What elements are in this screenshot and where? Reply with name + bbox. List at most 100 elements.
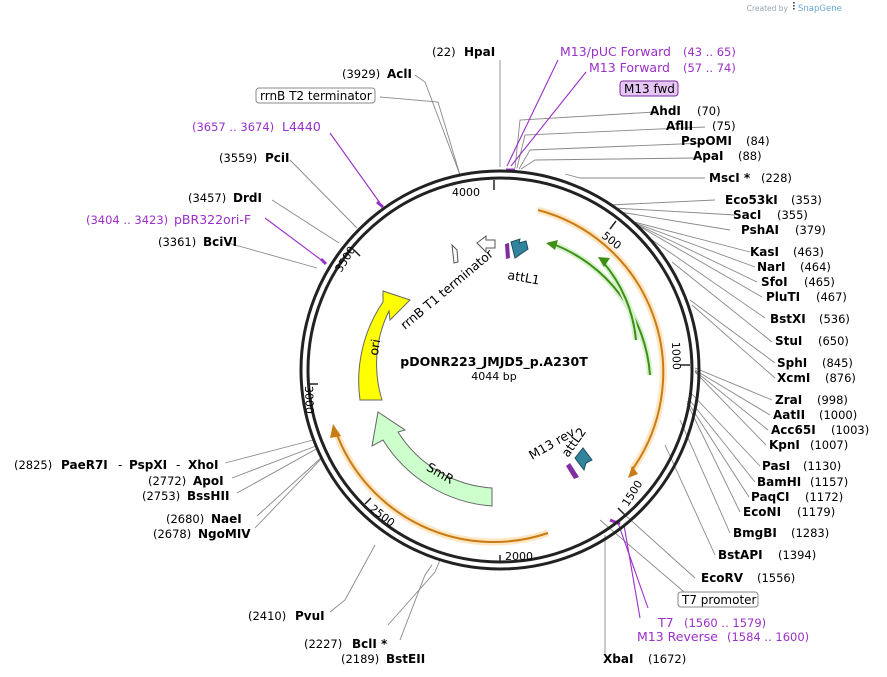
site-name[interactable]: BclI * <box>352 637 388 651</box>
site-name[interactable]: PaeR7I <box>61 458 108 472</box>
site-name[interactable]: BamHI <box>757 475 801 489</box>
site-position: (467) <box>816 290 847 304</box>
site-name[interactable]: PasI <box>762 459 790 473</box>
site-name[interactable]: NgoMIV <box>198 527 251 541</box>
attl2-primer-mark <box>566 463 579 479</box>
site-name[interactable]: SacI <box>733 208 761 222</box>
site-name[interactable]: PspOMI <box>681 134 732 148</box>
site-name[interactable]: BmgBI <box>733 526 777 540</box>
rrnb-t2-box[interactable] <box>255 87 376 104</box>
site-name[interactable]: AhdI <box>650 104 681 118</box>
site-position: (1556) <box>757 571 795 585</box>
rrnb-t1-feature[interactable] <box>476 234 496 254</box>
site-name[interactable]: KasI <box>750 245 779 259</box>
primer-name: M13 Reverse <box>637 629 718 644</box>
site-name[interactable]: DrdI <box>233 191 262 205</box>
site-name[interactable]: HpaI <box>464 45 495 59</box>
site-name[interactable]: XhoI <box>188 458 219 472</box>
attl1-feature[interactable] <box>510 238 529 259</box>
site-position: (1157) <box>810 475 848 489</box>
rrnb-t2-feature[interactable] <box>451 243 459 264</box>
site-name[interactable]: SphI <box>777 356 807 370</box>
tick-label: 4000 <box>452 186 480 199</box>
primer-name: pBR322ori-F <box>174 212 251 227</box>
rrnb-t2-label: rrnB T2 terminator <box>260 89 372 103</box>
orf-arrow-icon <box>628 466 638 478</box>
site-name[interactable]: ZraI <box>775 393 802 407</box>
site-position: (465) <box>804 275 835 289</box>
plasmid-name: pDONR223_JMJD5_p.A230T <box>400 354 588 370</box>
site-name[interactable]: PshAI <box>741 223 779 237</box>
site-position: (845) <box>822 356 853 370</box>
site-position: (353) <box>791 193 822 207</box>
ori-label: ori <box>366 338 384 357</box>
tick-label: 1000 <box>669 342 683 370</box>
site-name[interactable]: AclI <box>387 67 412 81</box>
primer-name: T7 <box>657 615 674 630</box>
site-name[interactable]: BstXI <box>770 312 806 326</box>
m13-fwd-label: M13 fwd <box>624 82 675 96</box>
site-name[interactable]: ApaI <box>693 149 723 163</box>
site-name[interactable]: PciI <box>265 151 290 165</box>
site-name[interactable]: MscI * <box>709 171 751 185</box>
tick-marks <box>310 180 690 562</box>
site-position: (355) <box>777 208 808 222</box>
site-position: (3559) <box>219 151 257 165</box>
site-name[interactable]: BciVI <box>203 235 237 249</box>
site-position: (650) <box>818 334 849 348</box>
site-name[interactable]: BstEII <box>386 652 425 666</box>
site-name[interactable]: XcmI <box>777 371 810 385</box>
site-position: (22) <box>432 45 456 59</box>
site-position: (1394) <box>778 548 816 562</box>
snapgene-logo-icon: ⁝ <box>792 0 796 13</box>
site-position: (1007) <box>810 438 848 452</box>
cds-arc <box>602 261 637 341</box>
site-separator: - <box>118 458 122 472</box>
cds-arrow-icon <box>598 257 610 267</box>
site-name[interactable]: Acc65I <box>771 423 816 437</box>
site-position: (75) <box>712 119 736 133</box>
site-name[interactable]: AatII <box>773 408 805 422</box>
site-name[interactable]: EcoRV <box>701 571 744 585</box>
site-name[interactable]: StuI <box>775 334 802 348</box>
site-name[interactable]: SfoI <box>761 275 788 289</box>
orf-arrow-icon <box>330 424 341 438</box>
plasmid-length: 4044 bp <box>471 370 516 383</box>
site-name[interactable]: BstAPI <box>718 548 763 562</box>
site-position: (379) <box>795 223 826 237</box>
attl1-primer-mark <box>505 243 510 259</box>
primer-lines <box>264 59 649 619</box>
site-position: (2410) <box>248 609 286 623</box>
site-name[interactable]: PluTI <box>766 290 800 304</box>
site-position: (2680) <box>166 512 204 526</box>
site-name[interactable]: Eco53kI <box>725 193 778 207</box>
site-name[interactable]: PvuI <box>295 609 325 623</box>
smr-feature[interactable] <box>371 411 493 507</box>
site-name[interactable]: ApoI <box>193 474 224 488</box>
site-position: (88) <box>738 149 762 163</box>
ori-feature[interactable] <box>358 290 411 401</box>
site-name[interactable]: NaeI <box>211 512 242 526</box>
site-name[interactable]: PaqCI <box>751 490 789 504</box>
credit-brand[interactable]: SnapGene <box>798 4 842 14</box>
site-name[interactable]: AflII <box>666 119 693 133</box>
site-name[interactable]: PspXI <box>129 458 167 472</box>
site-position: (1283) <box>791 526 829 540</box>
site-name[interactable]: EcoNI <box>743 505 781 519</box>
backbone-outer <box>299 169 701 571</box>
site-name[interactable]: NarI <box>757 260 786 274</box>
attl2-feature[interactable] <box>574 447 593 472</box>
site-name[interactable]: BssHII <box>187 489 229 503</box>
orf-arc <box>537 209 665 471</box>
attl1-label: attL1 <box>506 267 541 287</box>
tick-label: 2000 <box>505 550 533 563</box>
site-name[interactable]: KpnI <box>769 438 800 452</box>
m13-fwd-box[interactable] <box>619 80 679 97</box>
primer-range: (3404 .. 3423) <box>86 213 168 227</box>
primer-range: (1584 .. 1600) <box>727 630 809 644</box>
t7-promoter-box[interactable] <box>677 591 759 608</box>
site-position: (536) <box>819 312 850 326</box>
site-name[interactable]: XbaI <box>603 652 633 666</box>
site-position: (463) <box>793 245 824 259</box>
